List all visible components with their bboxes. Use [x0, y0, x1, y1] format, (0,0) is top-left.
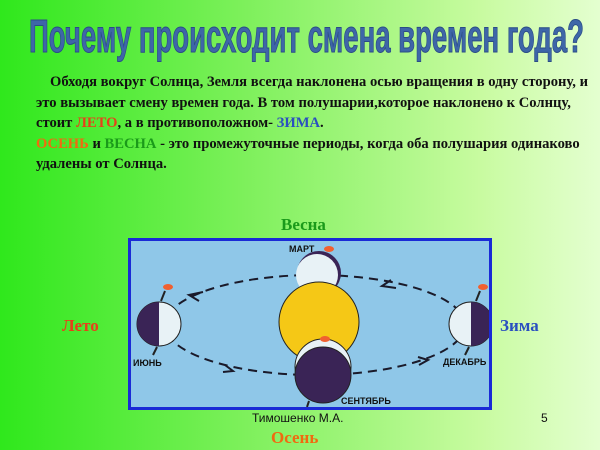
slide-title: Почему происходит смена времен года?: [29, 10, 584, 62]
autumn-word: ОСЕНЬ: [36, 135, 89, 152]
arrow-icon: [222, 364, 236, 373]
arrow-icon: [417, 356, 431, 366]
text: - это промежуточные периоды, когда оба п…: [36, 135, 580, 173]
text: , а в противоположном-: [117, 115, 277, 131]
slide-title-wrapper: Почему происходит смена времен года?: [29, 10, 585, 63]
spring-word: ВЕСНА: [104, 135, 157, 152]
text: .: [320, 115, 324, 131]
september-label: СЕНТЯБРЬ: [341, 396, 391, 406]
june-label: ИЮНЬ: [133, 358, 162, 368]
arrow-icon: [379, 279, 397, 289]
march-label: МАРТ: [289, 244, 315, 254]
earth-december: [448, 284, 489, 356]
spring-label: Весна: [281, 215, 326, 234]
winter-label: Зима: [500, 316, 539, 335]
orbit-diagram: МАРТ ИЮНЬ ДЕКАБРЬ СЕНТЯБРЬ: [128, 238, 492, 410]
summer-label: Лето: [62, 316, 99, 335]
explanation-paragraph: Обходя вокруг Солнца, Земля всегда накло…: [36, 72, 592, 175]
winter-word: ЗИМА: [276, 115, 321, 131]
earth-june: [136, 284, 182, 356]
autumn-label: Осень: [271, 428, 319, 447]
earth-september: [294, 336, 352, 407]
december-label: ДЕКАБРЬ: [443, 357, 487, 367]
page-number: 5: [541, 411, 548, 425]
text: и: [88, 135, 105, 152]
summer-word: ЛЕТО: [75, 115, 118, 131]
text: Обходя вокруг Солнца, Земля всегда накло…: [36, 74, 588, 131]
footer-author: Тимошенко М.А.: [252, 411, 344, 425]
arrow-icon: [186, 291, 204, 302]
